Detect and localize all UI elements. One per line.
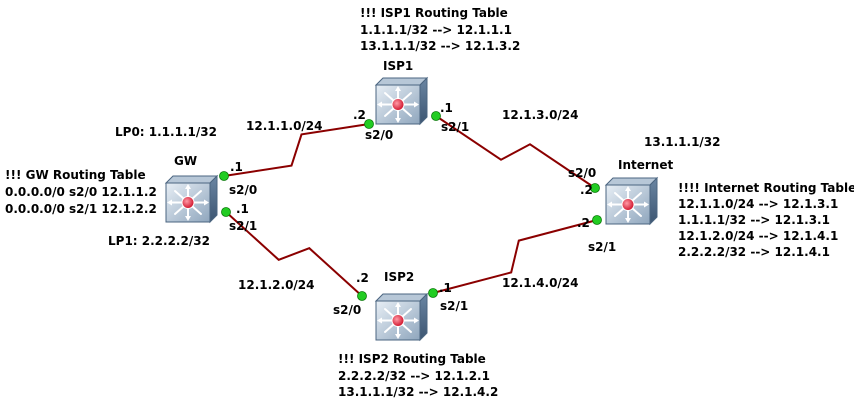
route-entry: 0.0.0.0/0 s2/0 12.1.1.2 [5,185,157,199]
router-isp2-icon[interactable] [375,293,428,341]
route-entry: 0.0.0.0/0 s2/1 12.1.2.2 [5,202,157,216]
network-label-isp1-internet: 12.1.3.0/24 [502,108,579,122]
internet-s21-if: s2/1 [588,240,616,254]
gw-s21-ip: .1 [236,202,249,216]
links-layer [223,115,598,297]
routing-table-title: !!! ISP2 Routing Table [338,352,486,366]
route-entry: 2.2.2.2/32 --> 12.1.2.1 [338,369,490,383]
network-label-gw-isp2: 12.1.2.0/24 [238,278,315,292]
gw-loopback0-label: LP0: 1.1.1.1/32 [115,125,217,139]
serial-link-isp1-internet [435,115,596,189]
routing-table-title: !!!! Internet Routing Table [678,181,854,195]
isp1-routing-table: !!! ISP1 Routing Table 1.1.1.1/32 --> 12… [360,6,520,53]
isp1-s21-ip: .1 [440,101,453,115]
isp2-s20-ip: .2 [356,271,369,285]
gw-routing-table: !!! GW Routing Table 0.0.0.0/0 s2/0 12.1… [5,168,157,216]
interface-port-isp2-internet-a[interactable] [428,288,438,298]
route-entry: 12.1.2.0/24 --> 12.1.4.1 [678,229,838,243]
router-gw-icon[interactable] [165,175,218,223]
isp2-s20-if: s2/0 [333,303,361,317]
interface-port-isp1-internet-a[interactable] [431,111,441,121]
isp1-s20-ip: .2 [353,108,366,122]
isp2-routing-table: !!! ISP2 Routing Table 2.2.2.2/32 --> 12… [338,352,498,399]
interface-port-gw-isp1-a[interactable] [219,171,229,181]
gw-s20-ip: .1 [230,160,243,174]
serial-link-gw-isp1 [223,123,370,177]
isp1-s21-if: s2/1 [441,120,469,134]
network-label-isp2-internet: 12.1.4.0/24 [502,276,579,290]
interface-port-gw-isp1-b[interactable] [364,119,374,129]
internet-loopback-label: 13.1.1.1/32 [644,135,721,149]
route-entry: 13.1.1.1/32 --> 12.1.4.2 [338,385,498,399]
router-isp2-label: ISP2 [384,270,414,284]
serial-link-gw-isp2 [225,211,363,297]
isp2-s21-ip: .1 [439,281,452,295]
router-isp1-icon[interactable] [375,77,428,125]
router-internet-icon[interactable] [605,177,658,225]
interface-port-gw-isp2-a[interactable] [221,207,231,217]
ports-layer [219,111,602,301]
route-entry: 1.1.1.1/32 --> 12.1.3.1 [678,213,830,227]
interface-port-isp2-internet-b[interactable] [592,215,602,225]
internet-s21-ip: .2 [577,216,590,230]
serial-link-isp2-internet [432,219,598,294]
gw-s21-if: s2/1 [229,219,257,233]
network-label-gw-isp1: 12.1.1.0/24 [246,119,323,133]
router-gw-label: GW [174,154,197,168]
route-entry: 12.1.1.0/24 --> 12.1.3.1 [678,197,838,211]
router-isp1-label: ISP1 [383,59,413,73]
route-entry: 2.2.2.2/32 --> 12.1.4.1 [678,245,830,259]
routing-table-title: !!! ISP1 Routing Table [360,6,508,20]
route-entry: 1.1.1.1/32 --> 12.1.1.1 [360,23,512,37]
isp1-s20-if: s2/0 [365,128,393,142]
interface-port-gw-isp2-b[interactable] [357,291,367,301]
internet-s20-ip: .2 [580,183,593,197]
gw-loopback1-label: LP1: 2.2.2.2/32 [108,234,210,248]
routing-table-title: !!! GW Routing Table [5,168,146,182]
router-internet-label: Internet [618,158,673,172]
route-entry: 13.1.1.1/32 --> 12.1.3.2 [360,39,520,53]
internet-routing-table: !!!! Internet Routing Table 12.1.1.0/24 … [678,181,854,259]
interface-port-isp1-internet-b[interactable] [590,183,600,193]
internet-s20-if: s2/0 [568,166,596,180]
gw-s20-if: s2/0 [229,183,257,197]
isp2-s21-if: s2/1 [440,299,468,313]
